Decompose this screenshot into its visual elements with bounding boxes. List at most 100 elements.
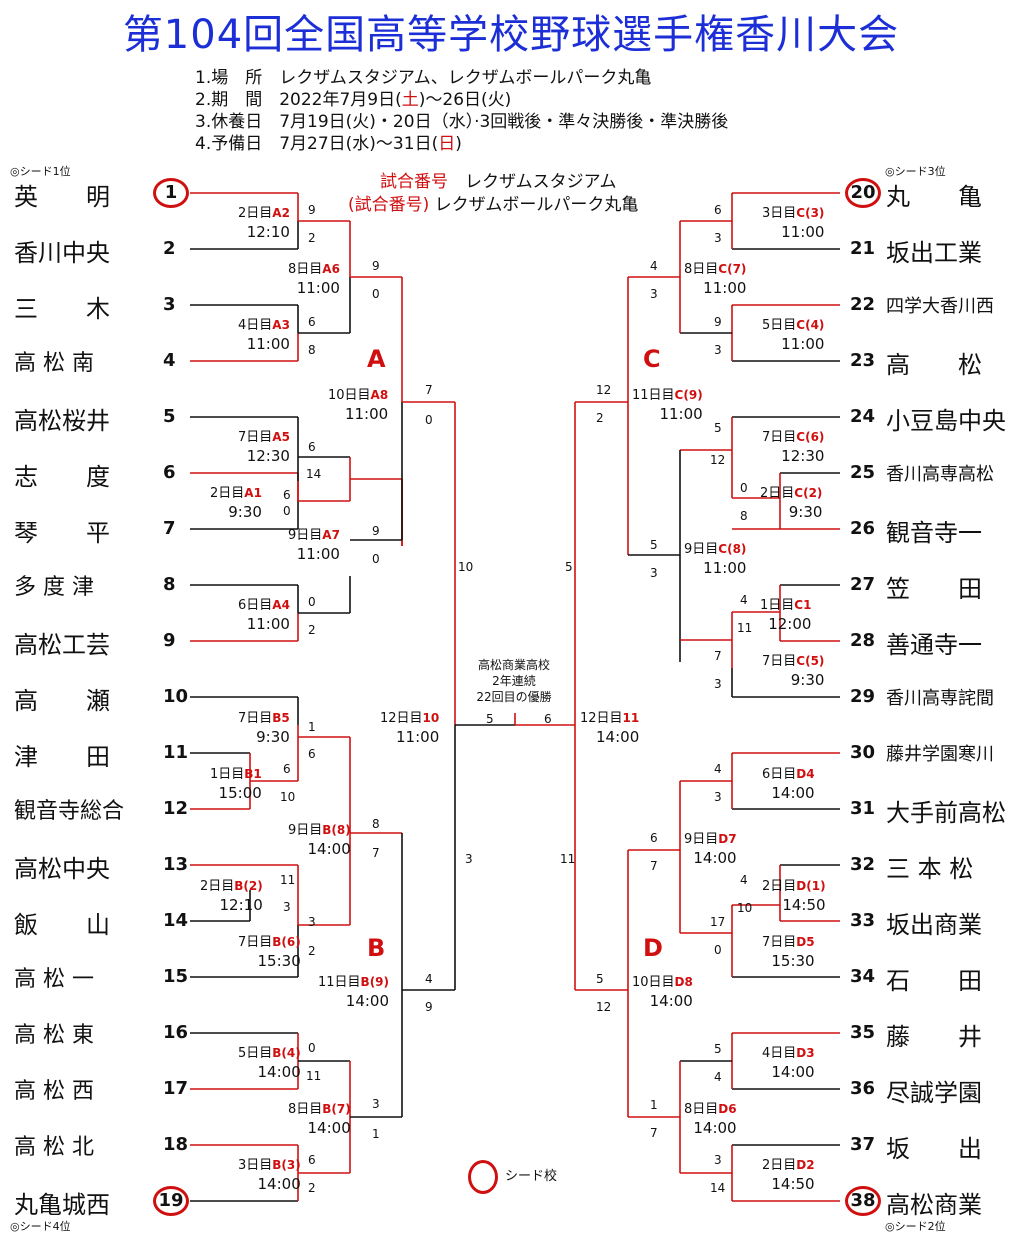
score: 0 <box>308 1041 316 1055</box>
score: 6 <box>714 203 722 217</box>
game-day: 7日目 <box>238 430 273 445</box>
seed-label-2: ◎シード2位 <box>885 1220 946 1233</box>
team-number: 9 <box>163 630 176 651</box>
game-time: 14:00 <box>307 840 351 858</box>
game-day: 1日目 <box>210 767 245 782</box>
game-time: 14:00 <box>307 1119 351 1137</box>
score: 9 <box>425 1000 433 1014</box>
score: 2 <box>308 623 316 637</box>
game-code: D(1) <box>796 879 826 893</box>
game-time: 11:00 <box>781 335 825 353</box>
score: 9 <box>714 315 722 329</box>
game-code: A7 <box>322 528 340 542</box>
game-code: 10 <box>422 711 440 725</box>
game-code: A6 <box>322 262 340 276</box>
score: 3 <box>714 231 722 245</box>
score: 3 <box>372 1097 380 1111</box>
game-code: C(3) <box>796 206 825 220</box>
game-day: 10日目 <box>632 975 675 990</box>
score: 8 <box>308 343 316 357</box>
score: 4 <box>425 972 433 986</box>
game-time: 11:00 <box>781 223 825 241</box>
game-day: 6日目 <box>238 598 273 613</box>
score: 9 <box>308 203 316 217</box>
score: 5 <box>596 972 604 986</box>
team-name: 津 田 <box>14 743 110 771</box>
team-name: 坂 出 <box>886 1135 982 1163</box>
seed-team-number: 38 <box>845 1186 881 1216</box>
game-time: 11:00 <box>246 615 290 633</box>
score: 10 <box>737 901 753 915</box>
game-code: A1 <box>244 486 262 500</box>
game-code: C(4) <box>796 318 825 332</box>
team-number: 15 <box>163 966 189 987</box>
score: 0 <box>372 552 380 566</box>
game-code: C1 <box>794 598 812 612</box>
team-number: 26 <box>850 518 876 539</box>
team-number: 34 <box>850 966 876 987</box>
game-label: 7日目B(6)15:30 <box>238 932 301 970</box>
score: 5 <box>714 421 722 435</box>
team-number: 28 <box>850 630 876 651</box>
team-name: 坂出商業 <box>886 911 982 939</box>
game-label: 5日目C(4)11:00 <box>762 315 824 353</box>
game-label: 3日目C(3)11:00 <box>762 203 824 241</box>
score: 6 <box>308 440 316 454</box>
game-code: A5 <box>272 430 290 444</box>
game-time: 14:00 <box>596 728 640 746</box>
team-number: 5 <box>163 406 176 427</box>
game-code: C(6) <box>796 430 825 444</box>
seed-team-number: 1 <box>153 178 189 208</box>
team-number: 16 <box>163 1022 189 1043</box>
score: 1 <box>650 1098 658 1112</box>
team-number: 10 <box>163 686 189 707</box>
score: 12 <box>710 453 726 467</box>
game-day: 7日目 <box>762 430 797 445</box>
game-time: 12:10 <box>246 223 290 241</box>
team-name: 香川高専詫間 <box>886 688 994 709</box>
score: 1 <box>372 1127 380 1141</box>
team-number: 31 <box>850 798 876 819</box>
game-day: 4日目 <box>762 1046 797 1061</box>
game-time: 14:00 <box>693 1119 737 1137</box>
game-time: 12:10 <box>219 896 263 914</box>
score: 6 <box>544 712 552 726</box>
team-number: 8 <box>163 574 176 595</box>
team-number: 22 <box>850 294 876 315</box>
team-name: 藤 井 <box>886 1023 982 1051</box>
team-name: 香川中央 <box>14 239 110 267</box>
team-name: 多 度 津 <box>14 575 94 600</box>
game-time: 14:00 <box>649 992 693 1010</box>
score: 3 <box>465 852 473 866</box>
team-name: 高松工芸 <box>14 631 110 659</box>
score: 0 <box>283 504 291 518</box>
game-day: 4日目 <box>238 318 273 333</box>
score: 7 <box>714 649 722 663</box>
game-label: 7日目C(5)9:30 <box>762 651 824 689</box>
game-label: 5日目B(4)14:00 <box>238 1043 301 1081</box>
game-day: 2日目 <box>200 879 235 894</box>
team-name: 三 本 松 <box>886 855 974 883</box>
score: 12 <box>596 1000 612 1014</box>
game-day: 2日目 <box>762 1158 797 1173</box>
score: 5 <box>486 712 494 726</box>
team-name: 高 松 西 <box>14 1079 94 1104</box>
team-name: 高松商業 <box>886 1191 982 1219</box>
game-time: 12:00 <box>768 615 812 633</box>
game-code: B(2) <box>234 879 263 893</box>
game-time: 14:00 <box>257 1063 301 1081</box>
score: 4 <box>740 593 748 607</box>
score: 10 <box>280 790 296 804</box>
seed-team-number: 19 <box>153 1186 189 1216</box>
game-label: 3日目B(3)14:00 <box>238 1155 301 1193</box>
game-time: 12:30 <box>781 447 825 465</box>
score: 7 <box>650 1126 658 1140</box>
game-day: 8日目 <box>288 1102 323 1117</box>
game-time: 9:30 <box>788 503 823 521</box>
team-name: 藤井学園寒川 <box>886 744 994 765</box>
info-reserve-days: 4.予備日 7月27日(水)～31日(日) <box>195 134 462 154</box>
